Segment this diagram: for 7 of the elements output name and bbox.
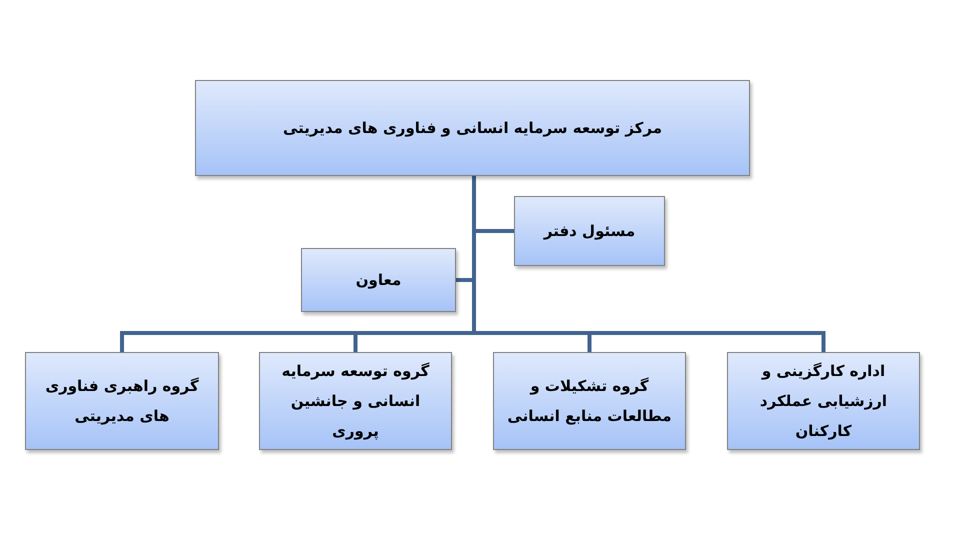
org-box: گروه توسعه سرمایه انسانی و جانشین پروری [259,352,452,450]
org-box: مسئول دفتر [514,196,665,266]
org-box: گروه تشکیلات و مطالعات منابع انسانی [493,352,686,450]
org-box: مرکز توسعه سرمایه انسانی و فناوری های مدیریتی [195,80,750,176]
org-box: معاون [301,248,456,312]
org-box: اداره کارگزینی و ارزشیابی عملکرد کارکنان [727,352,920,450]
org-box: گروه راهبری فناوری های مدیریتی [25,352,219,450]
